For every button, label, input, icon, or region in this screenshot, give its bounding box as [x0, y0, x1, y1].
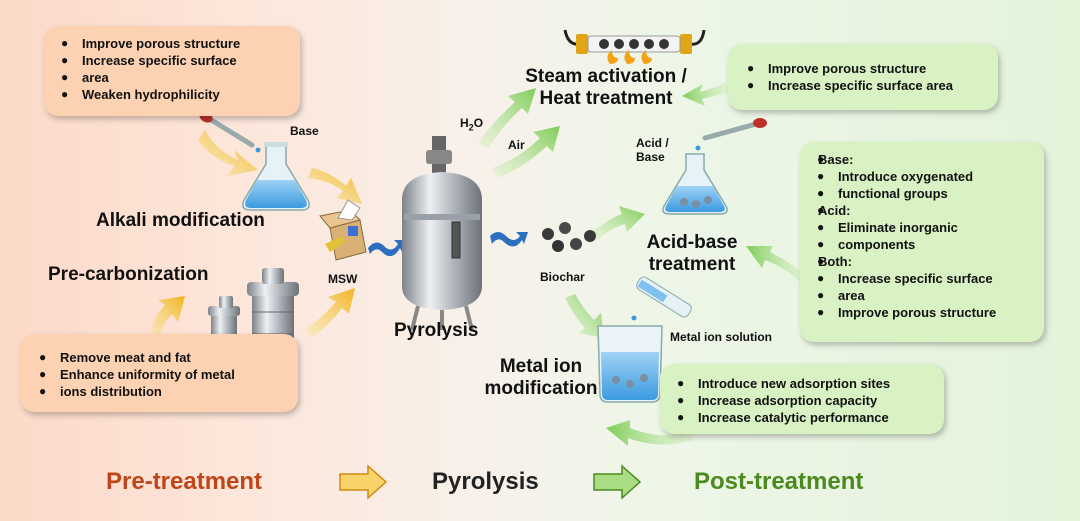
- stage-pyrolysis: Pyrolysis: [432, 468, 539, 495]
- msw-label: MSW: [328, 272, 358, 286]
- arrow-biochar-down: [565, 294, 604, 338]
- steam-title-line2: Heat treatment: [539, 88, 673, 109]
- h2o-h: H: [460, 116, 469, 130]
- stage-pretreatment: Pre-treatment: [106, 468, 263, 495]
- acid-base-label: Acid / Base: [636, 136, 669, 164]
- biochar-label: Biochar: [540, 270, 585, 284]
- h2o-o: O: [473, 116, 484, 130]
- list-item: Improve porous structure: [744, 60, 986, 77]
- arrow-cylinder-to-reactor: [305, 288, 355, 338]
- list-item: Increase specific surface: [58, 52, 288, 69]
- acidbase-title-line2: treatment: [648, 254, 736, 275]
- list-item-text: ions distribution: [60, 384, 162, 399]
- list-item: Weaken hydrophilicity: [58, 86, 288, 103]
- msw-illustration: [319, 199, 367, 261]
- acid-base-label-line1: Acid /: [636, 136, 669, 150]
- acid-heading: Acid:: [814, 202, 1034, 219]
- stage-arrow-green: [593, 464, 642, 500]
- arrow-air: [492, 126, 560, 178]
- list-item: Increase specific surface area: [744, 77, 986, 94]
- base-heading: Base:: [814, 151, 1034, 168]
- pyrolysis-label: Pyrolysis: [394, 320, 479, 341]
- acidbase-title-line1: Acid-base: [646, 232, 738, 253]
- air-label: Air: [508, 138, 525, 152]
- list-item: Enhance uniformity of metal: [36, 366, 286, 383]
- h2o-subscript: 2: [468, 122, 474, 133]
- metal-effects-box: Introduce new adsorption sites Increase …: [660, 364, 944, 434]
- list-item: Increase catalytic performance: [674, 409, 934, 426]
- list-item: Improve porous structure: [814, 304, 1034, 321]
- arrow-flask-to-reactor: [308, 168, 362, 204]
- list-item-continuation: area: [814, 287, 1034, 304]
- list-item: Improve porous structure: [58, 35, 288, 52]
- arrow-alkali-to-flask: [198, 130, 258, 176]
- arrow-msw-to-reactor: [368, 240, 406, 257]
- metal-title-line1: Metal ion: [499, 356, 583, 377]
- heat-tube-illustration: [563, 29, 706, 64]
- acid-base-flask-illustration: [662, 118, 767, 215]
- metal-title-line2: modification: [484, 378, 598, 399]
- acidbase-effects-box: Base: Introduce oxygenated functional gr…: [800, 142, 1044, 342]
- acidbase-title: Acid-base treatment: [630, 232, 754, 276]
- arrow-precarb-up: [150, 296, 185, 340]
- list-item: Increase specific surface: [814, 270, 1034, 287]
- list-item-continuation: area: [58, 69, 288, 86]
- precarb-title: Pre-carbonization: [48, 264, 209, 285]
- stage-arrow-orange: [339, 464, 388, 500]
- arrow-h2o: [478, 88, 536, 148]
- alkali-effects-box: Improve porous structure Increase specif…: [44, 26, 300, 116]
- alkali-title: Alkali modification: [96, 210, 265, 231]
- biochar-pellets: [542, 222, 596, 252]
- metal-title: Metal ion modification: [466, 356, 616, 400]
- list-item-continuation: ions distribution: [36, 383, 286, 400]
- metal-ion-beaker-illustration: [597, 276, 692, 403]
- arrow-biochar-to-acid: [592, 206, 645, 240]
- list-item-text: components: [838, 237, 916, 252]
- pyrolysis-reactor: [402, 136, 482, 331]
- list-item-continuation: functional groups: [814, 185, 1034, 202]
- list-item: Eliminate inorganic: [814, 219, 1034, 236]
- precarb-effects-box: Remove meat and fat Enhance uniformity o…: [20, 334, 298, 412]
- base-flask-illustration: [199, 111, 310, 211]
- steam-effects-box: Improve porous structure Increase specif…: [728, 44, 998, 110]
- list-item: Increase adsorption capacity: [674, 392, 934, 409]
- arrow-steam-box-left: [682, 82, 730, 106]
- both-heading: Both:: [814, 253, 1034, 270]
- arrow-acidbase-box-left: [746, 246, 806, 282]
- list-item: Remove meat and fat: [36, 349, 286, 366]
- list-item: Introduce new adsorption sites: [674, 375, 934, 392]
- list-item-continuation: components: [814, 236, 1034, 253]
- metal-solution-label: Metal ion solution: [670, 330, 772, 344]
- flow-arrows: [150, 82, 806, 446]
- h2o-label: H2O: [460, 116, 483, 132]
- arrow-reactor-to-biochar: [490, 232, 528, 247]
- list-item: Introduce oxygenated: [814, 168, 1034, 185]
- acid-base-label-line2: Base: [636, 150, 665, 164]
- base-label: Base: [290, 124, 319, 138]
- arrow-metal-box-left: [606, 420, 694, 446]
- list-item-text: area: [838, 288, 865, 303]
- stage-posttreatment: Post-treatment: [694, 468, 864, 495]
- list-item-text: functional groups: [838, 186, 948, 201]
- steam-title: Steam activation / Heat treatment: [508, 66, 704, 110]
- steam-title-line1: Steam activation /: [525, 66, 687, 87]
- list-item-text: area: [82, 70, 109, 85]
